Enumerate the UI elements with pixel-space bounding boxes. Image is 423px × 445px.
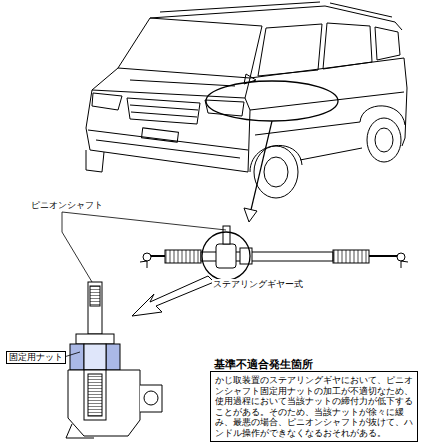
zoom-arrow	[132, 276, 214, 316]
part-label: 固定用ナット	[6, 351, 66, 364]
callout-box: 基準不適合発生箇所かじ取装置のステアリングギヤにおいて、ピニオンシャフト固定用ナ…	[210, 358, 418, 442]
assembly-label: ステアリングギヤー式	[212, 279, 304, 290]
leader-line	[62, 212, 226, 357]
part-label: ピニオンシャフト	[30, 200, 104, 211]
callout-text: かじ取装置のステアリングギヤにおいて、ピニオンシャフト固定用ナットの加工が不適切…	[210, 371, 418, 442]
pinion-closeup	[66, 282, 162, 438]
callout-heading: 基準不適合発生箇所	[214, 357, 313, 372]
car-drawing	[86, 2, 407, 198]
steering-gear	[140, 226, 408, 280]
pointer-arrow	[244, 121, 272, 222]
